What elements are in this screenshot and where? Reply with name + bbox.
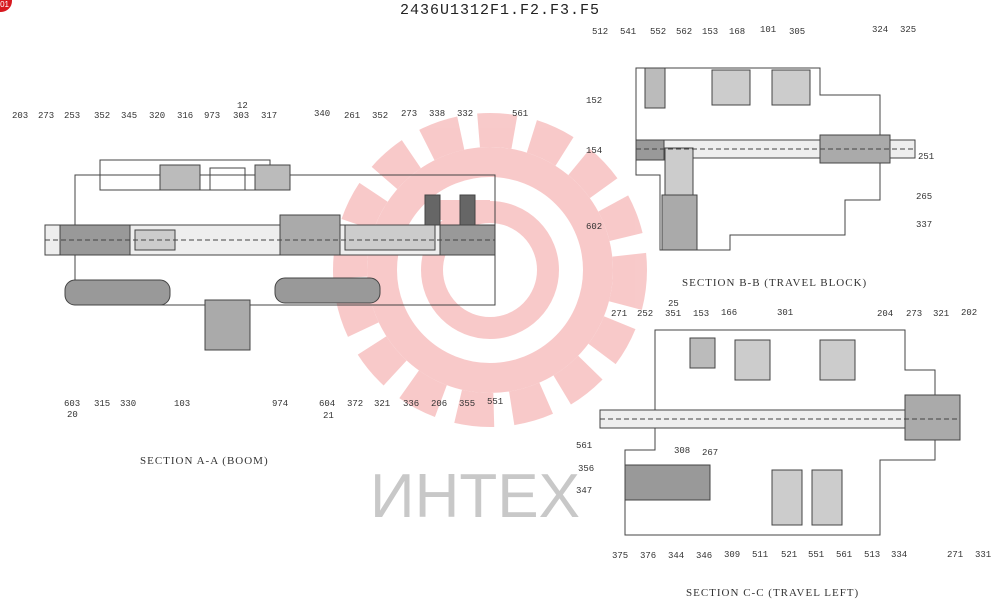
callout-label: 552: [650, 27, 666, 37]
section-c-drawing: [599, 329, 961, 536]
callout-label: 334: [891, 550, 907, 560]
callout-label: 261: [344, 111, 360, 121]
callout-label: 337: [916, 220, 932, 230]
section-c-labels: 271 252 351 25 153 166 301 204 273 321 2…: [576, 299, 977, 496]
watermark-gear-icon: [333, 113, 647, 427]
callout-label: 344: [668, 551, 684, 561]
callout-label: 152: [586, 96, 602, 106]
callout-label: 346: [696, 551, 712, 561]
section-c-bottom-labels: 375 376 344 346 309 511 521 551 561 513 …: [612, 550, 991, 561]
callout-label: 252: [637, 309, 653, 319]
callout-label: 265: [916, 192, 932, 202]
callout-label: 336: [403, 399, 419, 409]
callout-label: 321: [374, 399, 390, 409]
callout-label: 20: [67, 410, 78, 420]
callout-label: 271: [947, 550, 963, 560]
callout-label: 338: [429, 109, 445, 119]
callout-label: 273: [906, 309, 922, 319]
callout-label: 332: [457, 109, 473, 119]
section-a-top-labels: 203 273 253 352 345 320 316 973 303 12 3…: [12, 101, 528, 121]
callout-label: 551: [808, 550, 824, 560]
callout-label: 351: [665, 309, 681, 319]
callout-label: 521: [781, 550, 797, 560]
callout-label: 356: [578, 464, 594, 474]
callout-label: 273: [401, 109, 417, 119]
callout-label: 166: [721, 308, 737, 318]
callout-label: 974: [272, 399, 288, 409]
callout-label: 267: [702, 448, 718, 458]
callout-label: 315: [94, 399, 110, 409]
callout-label: 603: [64, 399, 80, 409]
callout-label: 103: [174, 399, 190, 409]
callout-label: 352: [372, 111, 388, 121]
callout-label: 347: [576, 486, 592, 496]
section-a-drawing: [44, 159, 496, 351]
callout-label: 12: [237, 101, 248, 111]
callout-label: 372: [347, 399, 363, 409]
callout-label: 21: [323, 411, 334, 421]
section-b-caption: SECTION B-B (TRAVEL BLOCK): [682, 277, 867, 289]
callout-label: 317: [261, 111, 277, 121]
callout-label: 551: [487, 397, 503, 407]
callout-label: 316: [177, 111, 193, 121]
callout-label: 308: [674, 446, 690, 456]
callout-label: 251: [918, 152, 934, 162]
callout-label: 352: [94, 111, 110, 121]
callout-label: 345: [121, 111, 137, 121]
callout-label: 253: [64, 111, 80, 121]
callout-label: 604: [319, 399, 335, 409]
callout-label: 602: [586, 222, 602, 232]
callout-label: 541: [620, 27, 636, 37]
callout-label: 973: [204, 111, 220, 121]
callout-label: 153: [702, 27, 718, 37]
callout-label: 511: [752, 550, 768, 560]
section-a-bottom-labels: 603 20 315 330 103 974 604 21 372 321 33…: [64, 397, 503, 421]
callout-label: 273: [38, 111, 54, 121]
callout-label: 320: [149, 111, 165, 121]
callout-label: 331: [975, 550, 991, 560]
callout-label: 562: [676, 27, 692, 37]
callout-label: 203: [12, 111, 28, 121]
callout-label: 305: [789, 27, 805, 37]
callout-label: 271: [611, 309, 627, 319]
callout-label: 309: [724, 550, 740, 560]
drawing-title: 2436U1312F1.F2.F3.F5: [399, 2, 601, 19]
callout-label: 206: [431, 399, 447, 409]
callout-label: 202: [961, 308, 977, 318]
callout-label: 153: [693, 309, 709, 319]
callout-label: 101: [760, 25, 776, 35]
callout-label: 301: [777, 308, 793, 318]
callout-label: 340: [314, 109, 330, 119]
callout-label: 375: [612, 551, 628, 561]
callout-label: 204: [877, 309, 893, 319]
callout-label: 513: [864, 550, 880, 560]
callout-label: 512: [592, 27, 608, 37]
callout-label: 355: [459, 399, 475, 409]
callout-label: 330: [120, 399, 136, 409]
watermark-text: ИНТЕХ: [370, 462, 580, 531]
callout-label: 303: [233, 111, 249, 121]
callout-label: 168: [729, 27, 745, 37]
callout-label: 325: [900, 25, 916, 35]
section-c-caption: SECTION C-C (TRAVEL LEFT): [686, 587, 859, 599]
section-b-drawing: [635, 67, 916, 251]
section-b-labels: 512 541 552 562 153 168 101 305 324 325 …: [586, 25, 934, 232]
callout-label: 561: [836, 550, 852, 560]
callout-label: 324: [872, 25, 888, 35]
callout-label: 561: [576, 441, 592, 451]
callout-label: 561: [512, 109, 528, 119]
callout-label: 376: [640, 551, 656, 561]
section-a-caption: SECTION A-A (BOOM): [140, 455, 269, 467]
callout-label: 154: [586, 146, 602, 156]
callout-label: 321: [933, 309, 949, 319]
callout-label: 25: [668, 299, 679, 309]
